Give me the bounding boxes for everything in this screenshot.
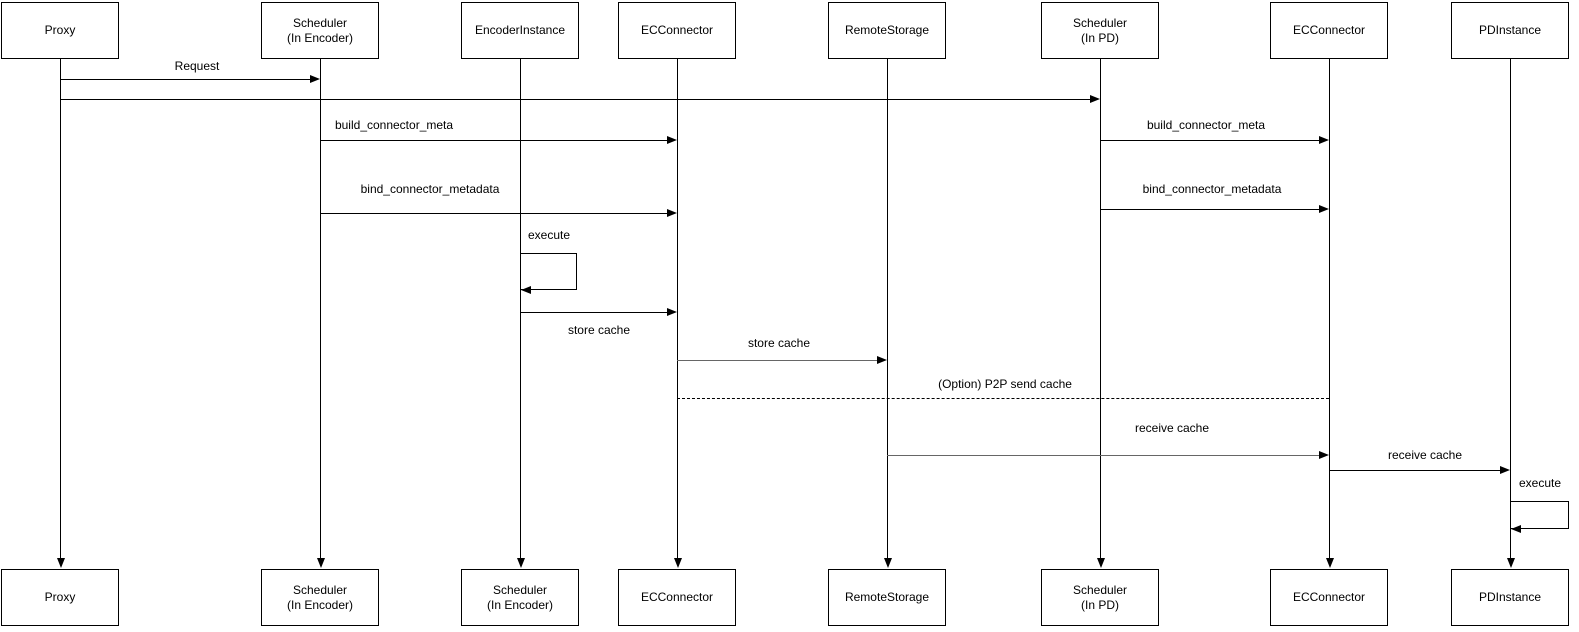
lifeline-scheduler-in-pd	[1100, 59, 1101, 559]
lifeline-arrowhead-scheduler-in-pd	[1096, 558, 1105, 568]
lifeline-ec-connector-encoder	[677, 59, 678, 559]
message-label-store-cache-to-remotestorage: store cache	[747, 336, 811, 350]
actor-top-box-scheduler-in-encoder: Scheduler (In Encoder)	[261, 2, 379, 59]
actor-top-box-proxy: Proxy	[1, 2, 119, 59]
message-label-p2p-send-cache: (Option) P2P send cache	[938, 377, 1072, 391]
self-message-loop-execute-pd	[1510, 501, 1569, 529]
message-label-store-cache-to-ecconnector: store cache	[567, 323, 631, 337]
message-line-store-cache-to-ecconnector	[520, 312, 669, 313]
lifeline-arrowhead-remote-storage	[883, 558, 892, 568]
actor-bottom-box-ec-connector-pd: ECConnector	[1270, 569, 1388, 626]
actor-top-box-ec-connector-encoder: ECConnector	[618, 2, 736, 59]
message-line-receive-cache-to-pdinstance	[1329, 470, 1502, 471]
actor-top-box-pd-instance: PDInstance	[1451, 2, 1569, 59]
actor-bottom-box-ec-connector-encoder: ECConnector	[618, 569, 736, 626]
lifeline-scheduler-in-encoder	[320, 59, 321, 559]
lifeline-arrowhead-proxy	[56, 558, 65, 568]
message-label-build-connector-meta-encoder: build_connector_meta	[334, 118, 454, 132]
self-message-arrowhead-execute-pd	[1511, 524, 1521, 533]
message-label-bind-connector-metadata-encoder: bind_connector_metadata	[360, 182, 500, 196]
message-label-receive-cache-to-ecconnector: receive cache	[1134, 421, 1210, 435]
lifeline-remote-storage	[887, 59, 888, 559]
actor-bottom-box-scheduler-in-encoder: Scheduler (In Encoder)	[261, 569, 379, 626]
actor-top-box-encoder-instance: EncoderInstance	[461, 2, 579, 59]
message-arrowhead-build-connector-meta-encoder	[667, 136, 677, 144]
lifeline-ec-connector-pd	[1329, 59, 1330, 559]
lifeline-arrowhead-ec-connector-encoder	[673, 558, 682, 568]
actor-bottom-box-scheduler-in-pd: Scheduler (In PD)	[1041, 569, 1159, 626]
lifeline-arrowhead-scheduler-in-encoder	[316, 558, 325, 568]
message-label-execute-encoder: execute	[527, 228, 571, 242]
actor-top-box-remote-storage: RemoteStorage	[828, 2, 946, 59]
actor-bottom-box-remote-storage: RemoteStorage	[828, 569, 946, 626]
message-arrowhead-request	[310, 75, 320, 83]
message-line-build-connector-meta-encoder	[320, 140, 669, 141]
lifeline-pd-instance	[1510, 59, 1511, 559]
message-arrowhead-build-connector-meta-pd	[1319, 136, 1329, 144]
actor-bottom-box-pd-instance: PDInstance	[1451, 569, 1569, 626]
message-arrowhead-store-cache-to-ecconnector	[667, 308, 677, 316]
message-line-store-cache-to-remotestorage	[677, 360, 879, 361]
message-label-request: Request	[174, 59, 220, 73]
message-line-receive-cache-to-ecconnector	[887, 455, 1321, 456]
message-label-execute-pd: execute	[1518, 476, 1562, 490]
actor-bottom-box-proxy: Proxy	[1, 569, 119, 626]
message-arrowhead-bind-connector-metadata-encoder	[667, 209, 677, 217]
self-message-arrowhead-execute-encoder	[521, 285, 531, 294]
message-label-build-connector-meta-pd: build_connector_meta	[1146, 118, 1266, 132]
message-line-p2p-send-cache	[677, 398, 1329, 399]
message-arrowhead-receive-cache-to-ecconnector	[1319, 451, 1329, 459]
actor-top-box-ec-connector-pd: ECConnector	[1270, 2, 1388, 59]
lifeline-arrowhead-pd-instance	[1506, 558, 1515, 568]
message-arrowhead-store-cache-to-remotestorage	[877, 356, 887, 364]
message-arrowhead-bind-connector-metadata-pd	[1319, 205, 1329, 213]
self-message-loop-execute-encoder	[520, 253, 577, 290]
lifeline-arrowhead-ec-connector-pd	[1325, 558, 1334, 568]
message-line-bind-connector-metadata-encoder	[320, 213, 669, 214]
message-label-bind-connector-metadata-pd: bind_connector_metadata	[1142, 182, 1282, 196]
message-line-proxy-to-scheduler-pd	[60, 99, 1092, 100]
message-line-build-connector-meta-pd	[1100, 140, 1321, 141]
message-arrowhead-proxy-to-scheduler-pd	[1090, 95, 1100, 103]
actor-bottom-box-encoder-instance: Scheduler (In Encoder)	[461, 569, 579, 626]
actor-top-box-scheduler-in-pd: Scheduler (In PD)	[1041, 2, 1159, 59]
lifeline-encoder-instance	[520, 59, 521, 559]
message-arrowhead-receive-cache-to-pdinstance	[1500, 466, 1510, 474]
lifeline-arrowhead-encoder-instance	[516, 558, 525, 568]
message-line-request	[60, 79, 312, 80]
message-label-receive-cache-to-pdinstance: receive cache	[1387, 448, 1463, 462]
message-line-bind-connector-metadata-pd	[1100, 209, 1321, 210]
lifeline-proxy	[60, 59, 61, 559]
